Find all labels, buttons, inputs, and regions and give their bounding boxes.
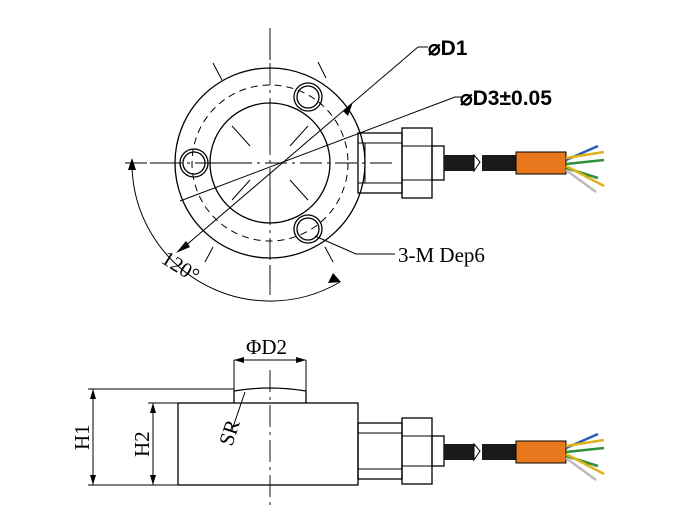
holes-label: 3-M Dep6 xyxy=(398,243,485,267)
d2-arrow-right xyxy=(296,357,306,363)
sr-label: SR xyxy=(214,417,245,449)
h1-label: H1 xyxy=(70,424,94,450)
d1-arrow-lower xyxy=(176,241,190,253)
holes-leader xyxy=(314,235,395,255)
angle-dimension-arc xyxy=(131,162,341,302)
d1-arrow-upper xyxy=(343,102,353,116)
angle-arrow-bottom xyxy=(328,273,341,283)
h2-arrow-bottom xyxy=(150,475,156,485)
d2-arrow-left xyxy=(234,357,244,363)
angle-arrow-top xyxy=(128,158,136,170)
cable-top xyxy=(444,144,605,194)
h1-arrow-top xyxy=(90,389,96,399)
d2-label: ΦD2 xyxy=(246,335,287,359)
d3-label: ⌀D3±0.05 xyxy=(460,87,552,110)
h2-label: H2 xyxy=(130,431,154,457)
h1-arrow-bottom xyxy=(90,475,96,485)
flange-outer-ticks xyxy=(150,40,334,282)
cable-side xyxy=(444,432,605,482)
cable-gland-side xyxy=(357,417,445,485)
threaded-hole-top-right xyxy=(293,82,323,112)
cable-gland-top xyxy=(357,127,445,199)
threaded-hole-bottom-right xyxy=(293,214,323,244)
threaded-hole-left xyxy=(179,148,209,178)
side-view: ΦD2 H1 H2 SR xyxy=(70,335,605,510)
top-view: 120° ⌀D1 ⌀D3±0.05 3-M Dep6 xyxy=(125,28,605,302)
main-body-rect xyxy=(177,402,359,486)
d3-leader xyxy=(179,96,456,202)
inner-boss-circle xyxy=(209,102,331,224)
d1-label: ⌀D1 xyxy=(428,37,468,60)
bolt-circle xyxy=(191,84,349,242)
h2-arrow-top xyxy=(150,403,156,413)
sr-leader xyxy=(231,391,246,431)
boss-radial-ticks xyxy=(216,107,309,219)
load-button-profile xyxy=(233,387,307,403)
d1-leader xyxy=(183,46,419,248)
